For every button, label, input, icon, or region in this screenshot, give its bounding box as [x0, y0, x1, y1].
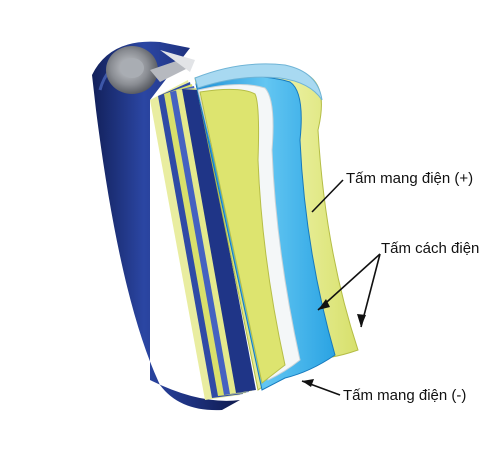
label-negative-plate: Tấm mang điện (-) [343, 387, 467, 404]
label-separator: Tấm cách điện [381, 240, 480, 257]
leader-line-separator-a [317, 253, 381, 311]
label-positive-plate: Tấm mang điện (+) [346, 170, 474, 187]
separator-sheet-front [199, 88, 286, 384]
leader-line-positive [311, 179, 344, 213]
arrowhead-separator-a [318, 299, 330, 310]
arrowhead-negative [302, 379, 314, 387]
rolled-electrode-stack [150, 80, 256, 400]
arrow-heads [302, 299, 366, 387]
terminal-cap [106, 46, 195, 94]
arrowhead-separator-b [357, 314, 366, 327]
curled-top-flap [194, 63, 323, 101]
